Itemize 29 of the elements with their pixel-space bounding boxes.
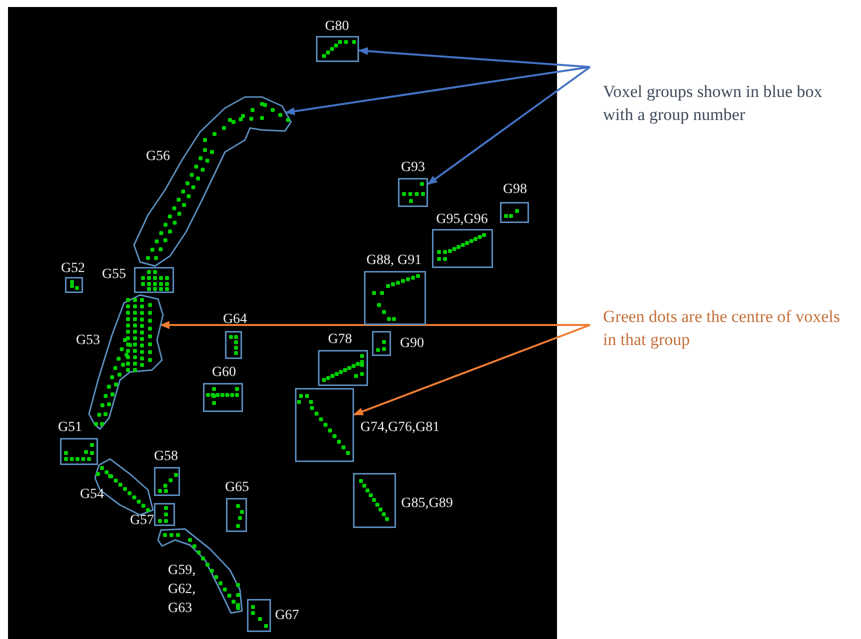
group-label: G57	[130, 512, 154, 530]
group-label: G59, G62, G63	[168, 562, 197, 618]
group-label: G56	[146, 148, 170, 166]
group-label: G53	[76, 332, 100, 350]
group-label: G85,G89	[401, 495, 453, 513]
group-label: G88, G91	[366, 252, 422, 270]
group-label: G93	[400, 159, 426, 177]
leader-arrow	[353, 324, 590, 416]
leader-arrow	[358, 47, 590, 68]
group-label: G80	[324, 18, 350, 36]
group-label: G64	[222, 311, 248, 329]
group-label: G54	[80, 486, 104, 504]
leader-arrow	[160, 321, 590, 329]
group-label: G65	[224, 479, 250, 497]
group-label: G52	[60, 260, 86, 278]
group-label: G51	[58, 419, 82, 437]
group-label: G90	[400, 335, 424, 353]
leader-arrow	[284, 66, 590, 116]
group-label: G55	[102, 266, 126, 284]
group-label: G74,G76,G81	[360, 419, 440, 437]
group-label: G98	[502, 181, 528, 199]
group-label: G95,G96	[436, 211, 488, 229]
group-label: G58	[154, 448, 178, 466]
group-label: G78	[328, 331, 352, 349]
leader-arrow	[427, 66, 591, 185]
callout-text: Voxel groups shown in blue box with a group number	[603, 81, 824, 126]
group-label: G60	[212, 364, 236, 382]
callout-text: Green dots are the centre of voxels in that group	[603, 306, 841, 351]
group-label: G67	[274, 607, 300, 625]
